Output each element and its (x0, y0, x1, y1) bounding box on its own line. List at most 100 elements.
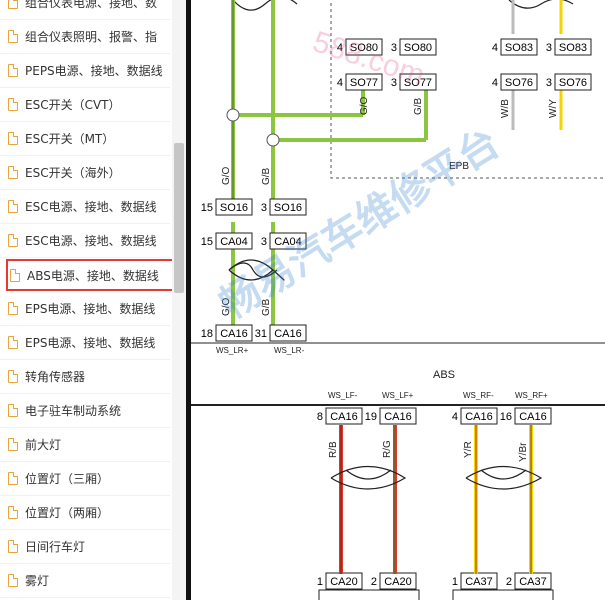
document-icon (8, 404, 18, 417)
document-icon (10, 268, 20, 282)
document-icon (8, 30, 18, 43)
sidebar-item-label: ESC电源、接地、数据线 (25, 200, 157, 214)
sidebar-item[interactable]: 位置灯（三厢） (0, 462, 170, 496)
document-icon (8, 336, 18, 349)
connector-label: SO83 (559, 42, 587, 54)
twist-loop-top-left (232, 0, 298, 11)
sidebar-item[interactable]: 电子驻车制动系统 (0, 394, 170, 428)
connector-pin-number: 19 (365, 411, 377, 423)
twist-loop-left (228, 259, 285, 281)
sidebar-item-label: ABS电源、接地、数据线 (27, 268, 159, 283)
connector-label: CA04 (274, 236, 302, 248)
sidebar-item[interactable]: EPS电源、接地、数据线 (0, 326, 170, 360)
connector-label: CA20 (330, 576, 358, 588)
connector-pin-number: 3 (261, 236, 267, 248)
connector-label: CA04 (220, 236, 248, 248)
sidebar-item[interactable]: PEPS电源、接地、数据线 (0, 54, 170, 88)
connector-label: CA16 (274, 328, 302, 340)
connector-label: CA16 (465, 411, 493, 423)
connector-pin-number: 4 (492, 77, 498, 89)
sidebar-item-label: 组合仪表电源、接地、数 (25, 0, 158, 10)
wire-label-rb: R/B (328, 441, 339, 458)
sidebar-item[interactable]: 组合仪表电源、接地、数 (0, 0, 170, 20)
wire-label-gb: G/B (413, 97, 424, 115)
connector-pin-number: 16 (500, 411, 512, 423)
connector-pin-number: 4 (337, 42, 343, 54)
wire-label-go-2: G/O (221, 166, 232, 185)
sidebar-item[interactable]: ESC电源、接地、数据线 (0, 224, 170, 258)
sidebar-item[interactable]: EPS电源、接地、数据线 (0, 292, 170, 326)
sidebar-item[interactable]: ABS电源、接地、数据线 (6, 259, 186, 291)
connector-label: SO16 (220, 202, 248, 214)
wire-label-yr: Y/R (463, 441, 474, 458)
sidebar-item[interactable]: 前大灯 (0, 428, 170, 462)
document-icon (8, 540, 18, 553)
sidebar-item-label: 电子驻车制动系统 (25, 404, 122, 418)
panel-divider[interactable] (186, 0, 191, 600)
connector-pin-number: 2 (506, 576, 512, 588)
sidebar-item[interactable]: 雾灯 (0, 564, 170, 598)
signal-ws-lr-minus: WS_LR- (274, 346, 305, 355)
connector-label: SO16 (274, 202, 302, 214)
wire-label-ybr: Y/Br (518, 442, 529, 462)
sidebar-item[interactable]: 转角传感器 (0, 360, 170, 394)
document-icon (8, 506, 18, 519)
signal-ws-lf-plus: WS_LF+ (382, 391, 414, 400)
connector-pin-number: 2 (371, 576, 377, 588)
connector-label: CA16 (384, 411, 412, 423)
connector-pin-number: 8 (317, 411, 323, 423)
sidebar-nav: 组合仪表电源、接地、数组合仪表照明、报警、指 PEPS电源、接地、数据线 ESC开关… (0, 0, 186, 600)
twist-loop-abs-right (465, 465, 543, 490)
sidebar-item[interactable]: 位置灯（两厢） (0, 496, 170, 530)
connector-pair: 1 CA20 2 CA20 (317, 572, 417, 590)
sidebar-item-label: 雾灯 (25, 574, 50, 588)
document-icon (8, 200, 18, 213)
document-icon (8, 64, 18, 77)
sidebar-item-label: EPS电源、接地、数据线 (25, 336, 156, 350)
connector-label: SO80 (404, 42, 432, 54)
sidebar-item[interactable]: ESC电源、接地、数据线 (0, 190, 170, 224)
watermark-text: 畅易汽车维修平台 (212, 121, 507, 328)
connector-label: CA20 (384, 576, 412, 588)
connector-pin-number: 31 (255, 328, 267, 340)
sidebar-item[interactable]: ESC开关（MT） (0, 122, 170, 156)
connector-label: SO77 (350, 77, 378, 89)
sidebar-item-label: PEPS电源、接地、数据线 (25, 64, 163, 78)
connector-label: SO77 (404, 77, 432, 89)
connector-pair: 4 CA16 16 CA16 (452, 407, 552, 425)
document-icon (8, 370, 18, 383)
connector-pin-number: 4 (452, 411, 458, 423)
document-icon (8, 574, 18, 587)
epb-boundary (330, 0, 605, 179)
signal-ws-lr-plus: WS_LR+ (216, 346, 249, 355)
connector-pin-number: 1 (317, 576, 323, 588)
connector-label: SO80 (350, 42, 378, 54)
abs-label: ABS (433, 369, 455, 381)
document-icon (8, 438, 18, 451)
epb-label: EPB (449, 161, 469, 172)
document-icon (8, 302, 18, 315)
sidebar-item[interactable]: 日间行车灯 (0, 530, 170, 564)
document-icon (8, 166, 18, 179)
sidebar-item[interactable]: ESC开关（CVT） (0, 88, 170, 122)
wire-label-go: G/O (359, 96, 370, 115)
connector-pin-number: 4 (492, 42, 498, 54)
signal-ws-rf-plus: WS_RF+ (515, 391, 548, 400)
sidebar-item[interactable]: ESC开关（海外） (0, 156, 170, 190)
connector-label: CA16 (519, 411, 547, 423)
junction-dot (226, 108, 240, 122)
wire-label-rg: R/G (382, 440, 393, 458)
connector-pin-number: 3 (391, 42, 397, 54)
sidebar-item-label: ESC开关（MT） (25, 132, 115, 146)
scrollbar-thumb[interactable] (174, 143, 184, 293)
sidebar-item[interactable]: 组合仪表照明、报警、指 (0, 20, 170, 54)
sidebar-item-label: 组合仪表照明、报警、指 (25, 30, 158, 44)
sidebar-scrollbar[interactable] (172, 0, 186, 600)
signal-ws-rf-minus: WS_RF- (463, 391, 494, 400)
